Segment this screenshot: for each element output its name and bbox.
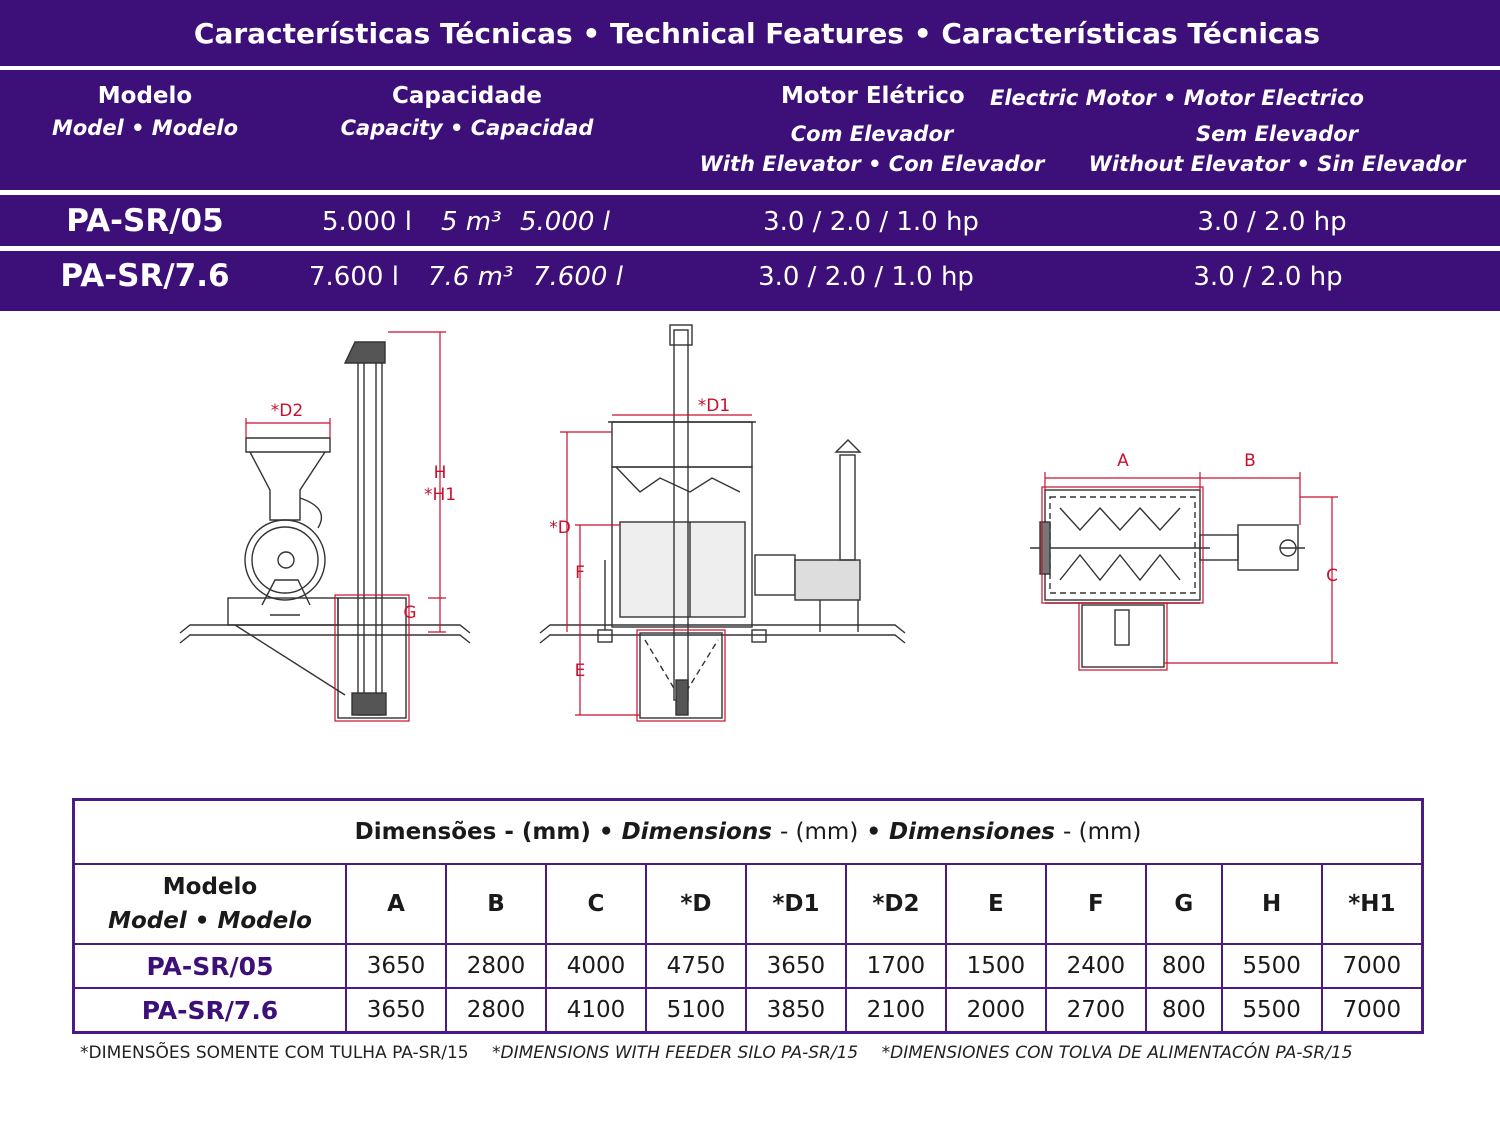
- column-header: E: [944, 863, 1047, 945]
- cell: 1700: [844, 943, 947, 989]
- model-header-sub: Model • Modelo: [51, 116, 239, 140]
- cell: 7000: [1320, 943, 1424, 989]
- model-name: PA-SR/7.6: [60, 258, 230, 294]
- label-e: E: [575, 661, 586, 681]
- cell: 2400: [1044, 943, 1147, 989]
- row-model: PA-SR/05: [72, 943, 347, 989]
- label-d2: *D2: [271, 401, 303, 421]
- features-header: Modelo Model • Modelo Capacidade Capacit…: [0, 70, 1500, 190]
- cell: 4100: [544, 987, 647, 1034]
- column-header: *D2: [844, 863, 947, 945]
- without-elevator-sub: Without Elevator • Sin Elevador: [1088, 152, 1466, 176]
- label-d: *D: [549, 518, 571, 538]
- footnote-en: *DIMENSIONS WITH FEEDER SILO PA-SR/15: [492, 1043, 859, 1063]
- label-a: A: [1117, 451, 1129, 471]
- dimension-lines: [245, 331, 1338, 722]
- cell: 3650: [744, 943, 847, 989]
- cell: 1500: [944, 943, 1047, 989]
- model-column-header-sub: Model • Modelo: [108, 908, 312, 934]
- cell: 800: [1144, 987, 1223, 1034]
- title-band: Características Técnicas • Technical Fea…: [0, 0, 1500, 66]
- capacity-header: Capacidade: [392, 83, 542, 109]
- side-view-drawing: [179, 341, 471, 719]
- model-name: PA-SR/05: [66, 203, 224, 239]
- column-header: F: [1044, 863, 1147, 945]
- cell: 4750: [644, 943, 747, 989]
- cell: 2800: [444, 943, 547, 989]
- cell: 4000: [544, 943, 647, 989]
- dimensions-title: Dimensões - (mm) • Dimensions - (mm) • D…: [72, 798, 1424, 865]
- capacity-liters-es: 5.000 l: [520, 207, 610, 237]
- dimensions-unit: - (mm): [779, 819, 859, 845]
- dimensions-title-es: Dimensiones: [889, 819, 1055, 845]
- column-header: *D: [644, 863, 747, 945]
- motor-header: Motor Elétrico: [781, 83, 965, 109]
- column-header: H: [1220, 863, 1323, 945]
- cell: 5500: [1220, 987, 1323, 1034]
- front-view-drawing: [539, 324, 906, 719]
- feature-row: PA-SR/05 5.000 l 5 m³ 5.000 l 3.0 / 2.0 …: [0, 195, 1500, 246]
- capacity-m3: 5 m³: [441, 207, 502, 237]
- motor-with-elevator: 3.0 / 2.0 / 1.0 hp: [758, 262, 974, 292]
- footnote: *DIMENSÕES SOMENTE COM TULHA PA-SR/15 *D…: [80, 1043, 1371, 1063]
- cell: 5500: [1220, 943, 1323, 989]
- column-header: B: [444, 863, 547, 945]
- page-title: Características Técnicas • Technical Fea…: [193, 17, 1321, 50]
- footnote-es: *DIMENSIONES CON TOLVA DE ALIMENTACÓN PA…: [881, 1043, 1353, 1063]
- cell: 3650: [345, 987, 447, 1034]
- motor-with-elevator: 3.0 / 2.0 / 1.0 hp: [763, 207, 979, 237]
- capacity-liters-es: 7.600 l: [533, 262, 623, 292]
- label-d1: *D1: [698, 396, 730, 416]
- technical-drawing: *D2 H *H1 G *D1 *D F E A B C: [179, 324, 1338, 722]
- label-h1: *H1: [424, 485, 456, 505]
- dimensions-unit: - (mm): [1063, 819, 1142, 845]
- model-column-header: Modelo Model • Modelo: [72, 863, 347, 945]
- dimensions-table: Dimensões - (mm) • Dimensions - (mm) • D…: [72, 798, 1424, 1034]
- capacity-liters: 7.600 l: [309, 262, 399, 292]
- feature-row: PA-SR/7.6 7.600 l 7.6 m³ 7.600 l 3.0 / 2…: [0, 251, 1500, 311]
- motor-without-elevator: 3.0 / 2.0 hp: [1197, 207, 1347, 237]
- capacity-m3: 7.6 m³: [428, 262, 514, 292]
- cell: 5100: [644, 987, 747, 1034]
- model-header: Modelo: [97, 83, 193, 109]
- table-row: PA-SR/05 3650 2800 4000 4750 3650 1700 1…: [72, 943, 1424, 989]
- with-elevator-header: Com Elevador: [790, 122, 954, 146]
- motor-without-elevator: 3.0 / 2.0 hp: [1193, 262, 1343, 292]
- column-header: *H1: [1320, 863, 1424, 945]
- column-header: G: [1144, 863, 1223, 945]
- capacity-header-sub: Capacity • Capacidad: [340, 116, 594, 140]
- motor-header-sub: Electric Motor • Motor Electrico: [990, 86, 1364, 110]
- footnote-pt: *DIMENSÕES SOMENTE COM TULHA PA-SR/15: [80, 1043, 469, 1063]
- row-model: PA-SR/7.6: [72, 987, 347, 1034]
- column-header: A: [345, 863, 447, 945]
- cell: 7000: [1320, 987, 1424, 1034]
- cell: 2100: [844, 987, 947, 1034]
- label-b: B: [1244, 451, 1256, 471]
- table-row: PA-SR/7.6 3650 2800 4100 5100 3850 2100 …: [72, 987, 1424, 1034]
- capacity-liters: 5.000 l: [322, 207, 412, 237]
- with-elevator-sub: With Elevator • Con Elevador: [699, 152, 1045, 176]
- without-elevator-header: Sem Elevador: [1195, 122, 1359, 146]
- model-column-header-pt: Modelo: [162, 874, 258, 900]
- column-header: *D1: [744, 863, 847, 945]
- dimensions-title-pt: Dimensões - (mm): [354, 819, 591, 845]
- label-h: H: [434, 463, 447, 483]
- column-header: C: [544, 863, 647, 945]
- cell: 3850: [744, 987, 847, 1034]
- cell: 3650: [345, 943, 447, 989]
- label-g: G: [403, 603, 416, 623]
- cell: 800: [1144, 943, 1223, 989]
- cell: 2000: [944, 987, 1047, 1034]
- cell: 2800: [444, 987, 547, 1034]
- label-f: F: [575, 563, 585, 583]
- top-view-drawing: [1030, 489, 1305, 668]
- cell: 2700: [1044, 987, 1147, 1034]
- label-c: C: [1326, 566, 1338, 586]
- dimensions-title-en: Dimensions: [621, 819, 772, 845]
